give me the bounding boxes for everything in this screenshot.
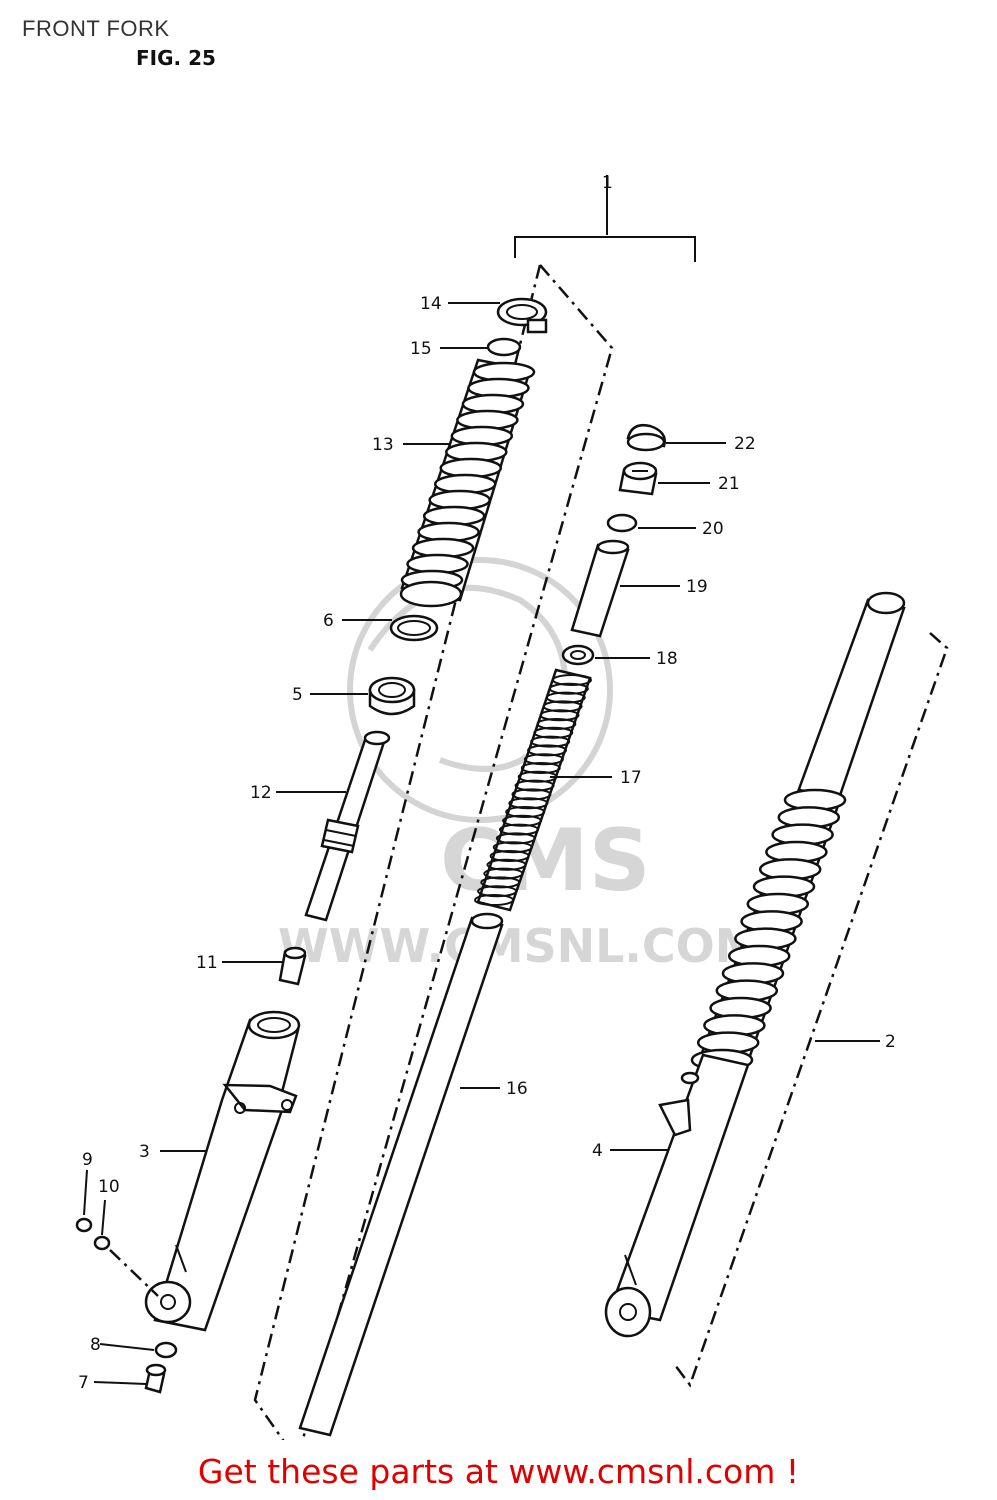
spring17-coil	[545, 691, 586, 704]
part-3-outer-tube	[144, 1010, 301, 1332]
spring17-coil	[502, 814, 543, 827]
spring17-coil	[527, 744, 568, 757]
spring17-coil	[523, 753, 564, 766]
assembly-bracket: 1	[514, 173, 696, 262]
inner-assembly-outline	[253, 264, 614, 1440]
callout-3: 3	[139, 1142, 150, 1162]
part-10-washer	[93, 1235, 111, 1251]
spring17-coil	[548, 682, 589, 695]
watermark-brand: CMS	[440, 811, 651, 911]
spring17-coil	[480, 876, 521, 889]
spring17-coil	[530, 735, 571, 748]
spring17-coil	[511, 788, 552, 801]
callout-12: 12	[250, 783, 272, 803]
callout-11: 11	[196, 953, 218, 973]
spring17-coil	[495, 832, 536, 845]
spring17-coil	[552, 674, 592, 686]
part-20-o-ring	[606, 513, 638, 533]
spring17-coil	[486, 858, 527, 871]
part-8-washer	[154, 1341, 178, 1359]
spring17-coil	[533, 726, 574, 739]
callout-21: 21	[718, 474, 740, 494]
part-6-seal	[389, 614, 439, 642]
callout-14: 14	[420, 294, 442, 314]
part-15-ring	[486, 337, 522, 357]
callout-6: 6	[323, 611, 334, 631]
bolt-axis	[109, 1249, 159, 1297]
callout-17: 17	[620, 768, 642, 788]
part-9-bolt	[75, 1217, 93, 1233]
part-16-inner-tube	[298, 912, 504, 1437]
callout-15: 15	[410, 339, 432, 359]
spring17-coil	[483, 867, 524, 880]
spring17-coil	[505, 806, 546, 818]
part-18-seat	[561, 644, 595, 666]
callout-4: 4	[592, 1141, 603, 1161]
callout-22: 22	[734, 434, 756, 454]
callout-7: 7	[78, 1373, 89, 1393]
part-14-clamp	[496, 297, 548, 334]
spring17-coil	[542, 700, 583, 713]
spring17-coil	[539, 709, 580, 722]
spring17-coil	[514, 779, 555, 792]
part-7-drain-bolt	[144, 1363, 167, 1394]
part-17-spring	[474, 668, 592, 912]
part-11-damper-piece	[278, 946, 307, 986]
spring17-coil	[520, 762, 561, 774]
part-21-cap-bolt	[618, 461, 658, 496]
part-2-fork-assembly	[690, 591, 906, 1072]
callout-20: 20	[702, 519, 724, 539]
callout-8: 8	[90, 1335, 101, 1355]
cms-watermark: CMS WWW.CMSNL.COM	[278, 557, 761, 973]
figure-number: FIG. 25	[136, 46, 216, 70]
part-4-outer-tube	[604, 1053, 750, 1338]
spring17-coil	[492, 841, 533, 854]
callout-9: 9	[82, 1150, 93, 1170]
spring17-coil	[474, 894, 514, 906]
callout-1: 1	[602, 173, 613, 193]
callout-10: 10	[98, 1177, 120, 1197]
callout-18: 18	[656, 649, 678, 669]
callout-19: 19	[686, 577, 708, 597]
callout-16: 16	[506, 1079, 528, 1099]
spring17-coil	[489, 850, 530, 862]
right-fork-outline	[674, 632, 949, 1388]
part-22-cap	[626, 424, 666, 452]
cmsnl-shop-link[interactable]: Get these parts at www.cmsnl.com !	[197, 1452, 800, 1491]
part-12-damper-rod	[304, 730, 391, 922]
spring17-coil	[477, 885, 518, 898]
part-19-spacer	[570, 539, 630, 638]
callout-labels: 2 3 4 5 6 7 8 9 10 11 12 13 14 15 16 17 …	[78, 294, 896, 1393]
exploded-parts-diagram: CMS WWW.CMSNL.COM 1	[75, 173, 949, 1440]
callout-13: 13	[372, 435, 394, 455]
watermark-url: WWW.CMSNL.COM	[278, 919, 761, 973]
spring17-coil	[498, 823, 539, 836]
callout-5: 5	[292, 685, 303, 705]
part-13-boot	[399, 358, 536, 608]
callout-2: 2	[885, 1032, 896, 1052]
part-5-oil-seal	[368, 676, 416, 716]
spring17-coil	[536, 718, 577, 730]
diagram-title: FRONT FORK	[22, 16, 170, 41]
leader-lines	[83, 302, 880, 1385]
spring17-coil	[508, 797, 549, 810]
